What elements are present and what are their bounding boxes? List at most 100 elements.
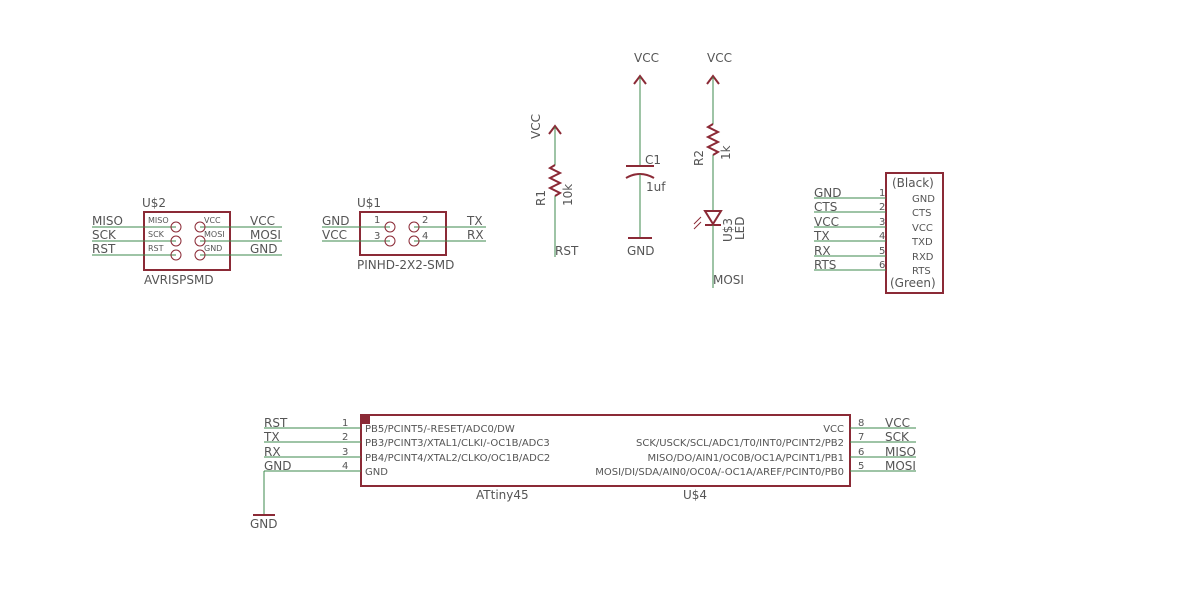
u1-pin-number: 4: [422, 231, 428, 242]
u2-pin-miso: [170, 221, 182, 233]
ftdi-bottom-label: (Green): [890, 276, 936, 290]
net-label: SCK: [885, 430, 910, 444]
vcc-arrow-icon: [548, 124, 562, 135]
ftdi-pin-number: 6: [879, 260, 885, 271]
u4-pin-number: 8: [858, 418, 864, 429]
u1-value: PINHD-2X2-SMD: [357, 258, 454, 272]
u4-pin-name: VCC: [823, 424, 844, 435]
c1-value: 1uf: [646, 180, 666, 194]
u4-pin-name: MOSI/DI/SDA/AIN0/OC0A/-OC1A/AREF/PCINT0/…: [595, 467, 844, 478]
u2-avrisp-connector: U$2 AVRISPSMD MISO SCK RST VCC MOSI GND …: [92, 196, 282, 287]
led-diode-icon: [703, 210, 723, 226]
ftdi-pin-name: TXD: [911, 237, 933, 248]
net-label: RX: [264, 445, 281, 459]
u1-pin-number: 2: [422, 215, 428, 226]
u4-pin-number: 2: [342, 432, 348, 443]
gnd-symbol-label: GND: [250, 517, 278, 531]
u4-pin-name: GND: [365, 467, 388, 478]
r2-value: 1k: [719, 145, 733, 160]
u4-pin-name: PB3/PCINT3/XTAL1/CLKI/-OC1B/ADC3: [365, 438, 550, 449]
led-light-arrow-icon: [693, 221, 702, 230]
resistor-zigzag-icon: [705, 123, 721, 156]
u4-pin-number: 7: [858, 432, 864, 443]
u2-pin-label: RST: [148, 244, 164, 253]
u1-pin-3: [384, 235, 396, 247]
u4-pin-number: 4: [342, 461, 348, 472]
u4-pin-number: 3: [342, 447, 348, 458]
u1-pin-1: [384, 221, 396, 233]
u4-name: U$4: [683, 488, 707, 502]
vcc-symbol-label: VCC: [707, 51, 732, 65]
led-value: LED: [733, 216, 747, 240]
u2-pin-label: SCK: [148, 230, 165, 239]
ftdi-pin-name: RTS: [912, 266, 931, 277]
u2-pin-label: VCC: [204, 216, 221, 225]
resistor-zigzag-icon: [547, 164, 563, 197]
u1-pin-header: U$1 PINHD-2X2-SMD 1 2 3 4 GND VCC TX RX: [322, 196, 486, 272]
u2-pin-label: MOSI: [204, 230, 225, 239]
u4-pin-name: MISO/DO/AIN1/OC0B/OC1A/PCINT1/PB1: [647, 453, 844, 464]
net-label: RTS: [814, 258, 836, 272]
c1-name: C1: [645, 153, 661, 167]
net-label: RST: [92, 242, 116, 256]
net-label: TX: [263, 430, 280, 444]
ftdi-body: [885, 172, 944, 294]
u4-pin-number: 6: [858, 447, 864, 458]
r1-name: R1: [534, 190, 548, 206]
vcc-arrow-icon: [706, 74, 720, 85]
net-label: TX: [813, 229, 830, 243]
r2-led-branch: VCC R2 1k U$3 LED MOSI: [692, 51, 747, 288]
u4-pin-name: SCK/USCK/SCL/ADC1/T0/INT0/PCINT2/PB2: [636, 438, 844, 449]
u2-pin-gnd: [194, 249, 206, 261]
net-label: GND: [322, 214, 350, 228]
ftdi-pin-number: 1: [879, 188, 885, 199]
u4-pin-name: PB4/PCINT4/XTAL2/CLKO/OC1B/ADC2: [365, 453, 550, 464]
net-label: GND: [264, 459, 292, 473]
net-label: TX: [466, 214, 483, 228]
net-label: RST: [555, 244, 579, 258]
ftdi-header: (Black) (Green) GND CTS VCC TX RX RTS 1 …: [813, 172, 944, 294]
net-label: VCC: [885, 416, 910, 430]
u4-pin-number: 5: [858, 461, 864, 472]
u1-body: [359, 211, 447, 256]
ftdi-pin-number: 4: [879, 231, 885, 242]
net-label: GND: [250, 242, 278, 256]
ftdi-pin-number: 2: [879, 202, 885, 213]
net-label: MOSI: [885, 459, 916, 473]
u4-pin-name: PB5/PCINT5/-RESET/ADC0/DW: [365, 424, 515, 435]
u2-name: U$2: [142, 196, 166, 210]
net-label: RX: [814, 244, 831, 258]
ftdi-pin-number: 3: [879, 217, 885, 228]
led-light-arrow-icon: [693, 216, 702, 225]
u1-name: U$1: [357, 196, 381, 210]
u4-attiny45: GND RST TX RX GND 1 2 3 4 PB5/PCINT5/-RE…: [250, 414, 916, 531]
net-label: VCC: [814, 215, 839, 229]
ftdi-pin-number: 5: [879, 246, 885, 257]
net-label: MOSI: [713, 273, 744, 287]
net-label: CTS: [814, 200, 837, 214]
net-label: GND: [814, 186, 842, 200]
net-label: SCK: [92, 228, 117, 242]
net-label: MISO: [92, 214, 123, 228]
vcc-symbol-label: VCC: [634, 51, 659, 65]
net-label: MISO: [885, 445, 916, 459]
c1-capacitor: VCC C1 1uf GND: [625, 51, 666, 258]
r1-resistor: VCC R1 10k RST: [529, 114, 579, 258]
u1-pin-4: [408, 235, 420, 247]
u2-pin-vcc: [194, 221, 206, 233]
led-name: U$3: [721, 218, 735, 242]
net-label: RX: [467, 228, 484, 242]
u4-body: [360, 414, 851, 487]
u2-pin-mosi: [194, 235, 206, 247]
u2-pin-label: GND: [204, 244, 222, 253]
net-label: VCC: [322, 228, 347, 242]
ftdi-pin-name: GND: [912, 194, 935, 205]
u2-pin-label: MISO: [148, 216, 169, 225]
ftdi-pin-name: VCC: [912, 223, 933, 234]
vcc-symbol-label: VCC: [529, 114, 543, 139]
ftdi-pin-name: CTS: [912, 208, 931, 219]
net-label: RST: [264, 416, 288, 430]
vcc-arrow-icon: [633, 74, 647, 85]
u4-pin-number: 1: [342, 418, 348, 429]
